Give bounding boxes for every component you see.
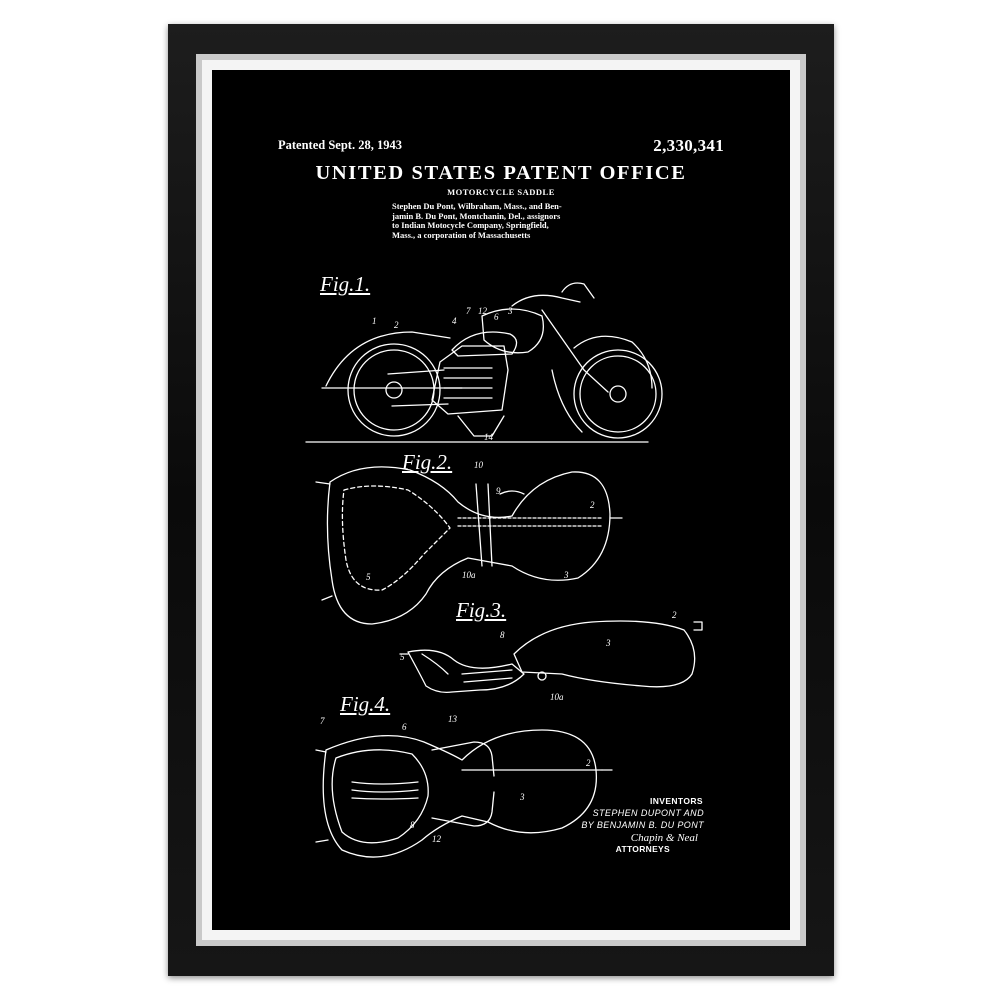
fig4-label: Fig.4. [340,692,391,716]
saddle-fig4-drawing [315,729,613,858]
patent-number: 2,330,341 [653,136,724,155]
ref-numeral: 2 [394,320,399,330]
fig1-label: Fig.1. [320,272,371,296]
picture-frame: Patented Sept. 28, 1943 2,330,341 UNITED… [168,24,834,976]
assignment-line: Stephen Du Pont, Wilbraham, Mass., and B… [392,201,562,211]
ref-numeral: 6 [402,722,407,732]
motorcycle-drawing [305,282,663,443]
ref-numeral: 2 [590,500,595,510]
ref-numeral: 3 [605,638,611,648]
patent-print: Patented Sept. 28, 1943 2,330,341 UNITED… [212,70,790,930]
saddle-fig2-drawing [315,466,623,625]
inventor-name-line: STEPHEN DUPONT AND [592,808,704,818]
ref-numeral: 10a [462,570,476,580]
ref-numeral: 5 [366,572,371,582]
assignment-line: Mass., a corporation of Massachusetts [392,229,531,240]
ref-numeral: 10a [550,692,564,702]
fig3-numerals: 2 3 8 5 10a [400,610,677,702]
assignment-line: to Indian Motocycle Company, Springfield… [392,220,549,231]
fig2-numerals: 10 9 2 5 10a 3 [366,460,595,582]
ref-numeral: 7 [466,306,471,316]
ref-numeral: 7 [320,716,325,726]
fig4-numerals: 7 6 13 2 3 8 12 [320,714,591,844]
ref-numeral: 3 [563,570,569,580]
patent-subject: MOTORCYCLE SADDLE [447,187,555,197]
ref-numeral: 2 [586,758,591,768]
attorneys-label: ATTORNEYS [615,844,670,854]
ref-numeral: 4 [452,316,457,326]
ref-numeral: 14 [484,432,494,442]
patent-drawings: 1 2 4 7 12 6 3 14 10 9 2 5 10a 3 2 3 8 [305,282,703,858]
ref-numeral: 13 [448,714,458,724]
patent-office-title: UNITED STATES PATENT OFFICE [315,162,687,184]
ref-numeral: 9 [496,486,501,496]
inventors-heading: INVENTORS [649,796,703,806]
ref-numeral: 1 [372,316,377,326]
ref-numeral: 5 [400,652,405,662]
ref-numeral: 12 [478,306,488,316]
fig3-label: Fig.3. [456,598,507,622]
patented-date: Patented Sept. 28, 1943 [278,138,402,152]
ref-numeral: 2 [672,610,677,620]
ref-numeral: 12 [432,834,442,844]
ref-numeral: 3 [519,792,525,802]
attorney-signature: Chapin & Neal [630,832,698,844]
inventor-name-line: BY BENJAMIN B. DU PONT [581,820,704,830]
fig1-numerals: 1 2 4 7 12 6 3 14 [372,306,513,442]
ref-numeral: 8 [410,820,415,830]
ref-numeral: 3 [507,306,513,316]
assignment-text: Stephen Du Pont, Wilbraham, Mass., and B… [392,201,642,240]
saddle-fig3-drawing [399,620,703,694]
assignment-line: jamin B. Du Pont, Montchanin, Del., assi… [392,210,561,221]
ref-numeral: 8 [500,630,505,640]
ref-numeral: 10 [474,460,484,470]
ref-numeral: 6 [494,312,499,322]
